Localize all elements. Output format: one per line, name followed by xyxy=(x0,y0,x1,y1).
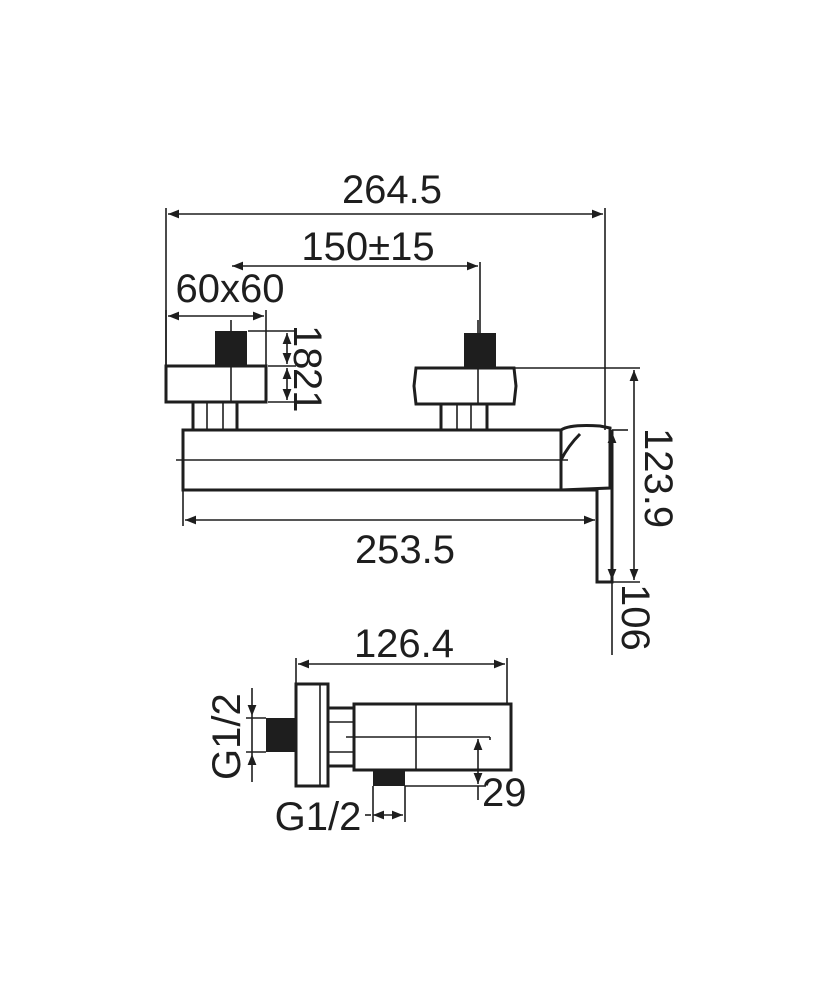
dim-body-length: 253.5 xyxy=(182,490,598,572)
front-view: 264.5 150±15 60x60 18 21 xyxy=(164,168,680,655)
overall-width-label: 264.5 xyxy=(342,168,442,212)
spout-height-label: 106 xyxy=(613,584,657,651)
inlet-thread-label: G1/2 xyxy=(205,693,249,780)
depth-label: 126.4 xyxy=(354,622,454,666)
body-length-label: 253.5 xyxy=(355,528,455,572)
total-height-label: 123.9 xyxy=(636,428,680,528)
left-flange xyxy=(164,320,268,436)
flange-size-label: 60x60 xyxy=(176,267,285,311)
side-outlet-thread xyxy=(373,770,405,786)
dim-total-height: 123.9 xyxy=(514,367,680,583)
right-thread xyxy=(464,333,496,368)
inlet-spacing-label: 150±15 xyxy=(301,225,434,269)
mixer-body xyxy=(176,424,614,584)
dim-spout-height: 106 xyxy=(607,429,657,655)
flange-thread-height-label: 18 xyxy=(285,325,329,370)
side-inlet-thread xyxy=(266,718,296,752)
dim-inlet-spacing: 150±15 xyxy=(232,225,481,333)
dim-flange-heights: 18 21 xyxy=(248,325,329,413)
dim-flange-size: 60x60 xyxy=(165,267,285,366)
side-view: 126.4 G1/2 G1/2 29 xyxy=(205,622,527,839)
right-flange xyxy=(412,320,518,436)
flange-height-label: 21 xyxy=(285,368,329,413)
outlet-thread-label: G1/2 xyxy=(275,795,362,839)
outlet-offset-label: 29 xyxy=(482,771,527,815)
